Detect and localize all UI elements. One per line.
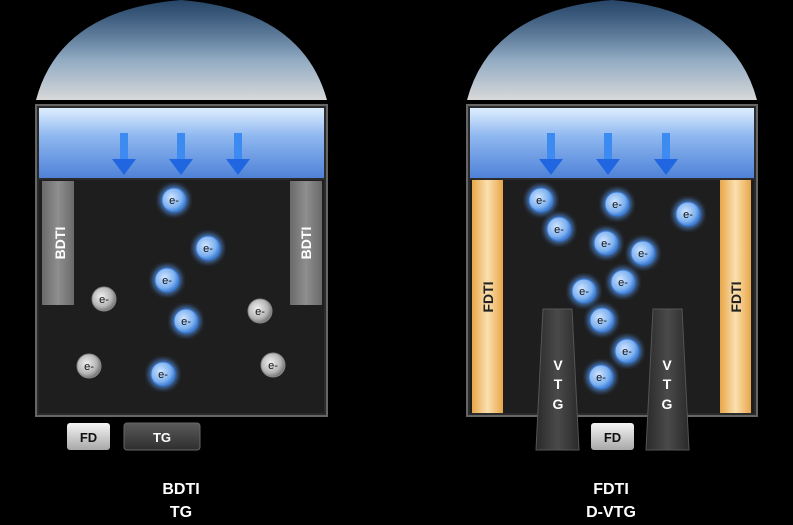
svg-text:G: G [662, 396, 673, 412]
electrons-collected: e- e- e- e- e- [148, 185, 223, 389]
caption-line2: D-VTG [586, 504, 636, 521]
electron-blue: e- [569, 276, 599, 306]
electron-blue: e- [612, 336, 642, 366]
fdti-left-label: FDTI [480, 281, 496, 312]
left-pixel-bdti-tg: BDTI BDTI e- e- e- e- e- e- e- e- e- FD … [35, 0, 328, 521]
tg-label: TG [153, 430, 171, 445]
fdti-left [472, 180, 503, 413]
electron-gray: e- [91, 286, 117, 312]
electron-blue: e- [587, 305, 617, 335]
caption-line1: BDTI [162, 481, 199, 498]
svg-text:e-: e- [622, 346, 632, 358]
bdti-right-label: BDTI [298, 227, 314, 260]
svg-text:e-: e- [158, 369, 168, 381]
svg-text:e-: e- [169, 195, 179, 207]
electron-blue: e- [526, 185, 556, 215]
electrons-lost: e- e- e- e- [76, 286, 286, 379]
electron-blue: e- [193, 233, 223, 263]
electron-blue: e- [591, 228, 621, 258]
right-pixel-fdti-dvtg: FDTI FDTI V T G V T G e- e- e- e- e- e- … [466, 0, 758, 521]
electron-blue: e- [171, 306, 201, 336]
svg-text:e-: e- [181, 316, 191, 328]
electron-blue: e- [159, 185, 189, 215]
fd-label: FD [80, 430, 97, 445]
electrons-collected: e- e- e- e- e- e- e- e- e- e- e- [526, 185, 703, 392]
caption-line2: TG [170, 504, 192, 521]
fd-block [67, 423, 110, 450]
electron-gray: e- [260, 352, 286, 378]
svg-text:e-: e- [84, 361, 94, 373]
tg-block [123, 422, 201, 451]
electron-blue: e- [628, 238, 658, 268]
svg-text:e-: e- [601, 238, 611, 250]
fdti-right [720, 180, 751, 413]
svg-text:e-: e- [596, 372, 606, 384]
svg-text:V: V [662, 357, 672, 373]
svg-text:e-: e- [612, 199, 622, 211]
svg-text:V: V [553, 357, 563, 373]
svg-text:e-: e- [99, 294, 109, 306]
electron-gray: e- [247, 298, 273, 324]
svg-text:e-: e- [268, 360, 278, 372]
electron-blue: e- [148, 359, 178, 389]
svg-text:T: T [663, 376, 672, 392]
fdti-right-label: FDTI [728, 281, 744, 312]
electron-blue: e- [673, 199, 703, 229]
fd-block [591, 423, 634, 450]
caption-line1: FDTI [593, 481, 629, 498]
svg-text:e-: e- [683, 209, 693, 221]
vtg-right: V T G [645, 308, 690, 451]
bdti-left [42, 181, 74, 305]
electron-blue: e- [544, 214, 574, 244]
electron-blue: e- [152, 265, 182, 295]
svg-text:e-: e- [203, 243, 213, 255]
svg-text:e-: e- [554, 224, 564, 236]
microlens [467, 0, 757, 100]
electron-gray: e- [76, 353, 102, 379]
svg-text:e-: e- [162, 275, 172, 287]
microlens [36, 0, 327, 100]
electron-blue: e- [608, 267, 638, 297]
electron-blue: e- [586, 362, 616, 392]
fd-label: FD [604, 430, 621, 445]
bdti-right [290, 181, 322, 305]
vtg-left: V T G [535, 308, 580, 451]
electron-blue: e- [602, 189, 632, 219]
svg-text:e-: e- [255, 306, 265, 318]
svg-text:e-: e- [597, 315, 607, 327]
svg-text:T: T [554, 376, 563, 392]
svg-text:e-: e- [618, 277, 628, 289]
svg-text:e-: e- [536, 195, 546, 207]
photodiode-region [39, 180, 324, 413]
svg-text:e-: e- [638, 248, 648, 260]
svg-text:e-: e- [579, 286, 589, 298]
svg-text:G: G [553, 396, 564, 412]
bdti-left-label: BDTI [52, 227, 68, 260]
